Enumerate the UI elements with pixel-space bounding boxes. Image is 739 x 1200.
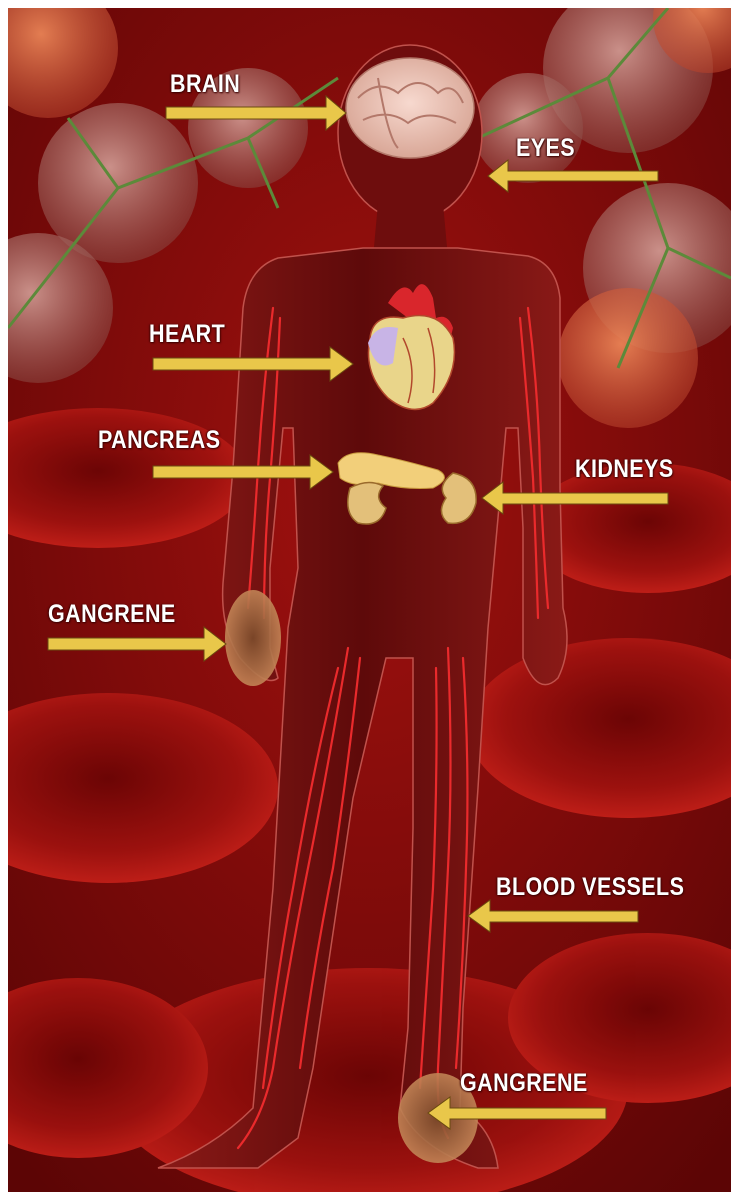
blood-vessels-label: BLOOD VESSELS	[496, 873, 684, 901]
gangrene-foot-label: GANGRENE	[460, 1069, 588, 1097]
gangrene-hand-label: GANGRENE	[48, 600, 176, 628]
brain-organ	[346, 58, 474, 158]
brain-label: BRAIN	[170, 70, 240, 98]
eyes-label: EYES	[516, 134, 575, 162]
diagram-frame: BRAIN EYES HEART PANCREAS KIDNEYS GANGRE…	[8, 8, 731, 1192]
heart-label: HEART	[149, 320, 225, 348]
pancreas-label: PANCREAS	[98, 426, 221, 454]
kidneys-label: KIDNEYS	[575, 455, 674, 483]
gangrene-hand-area	[225, 590, 281, 686]
